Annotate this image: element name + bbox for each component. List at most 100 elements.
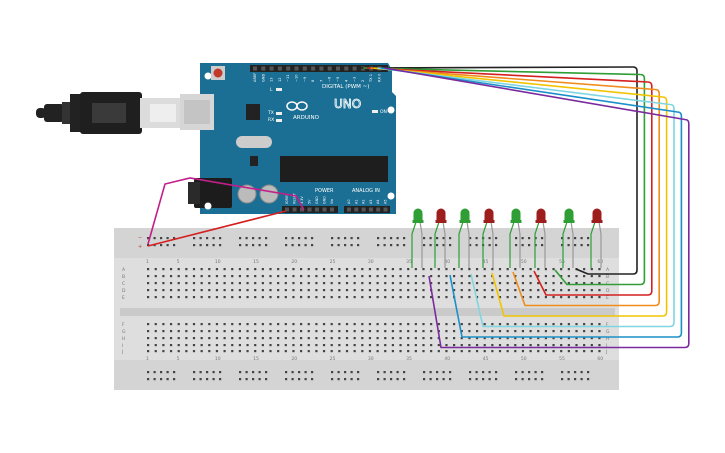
breadboard-hole[interactable] [315, 323, 318, 326]
breadboard-hole[interactable] [246, 275, 249, 278]
breadboard-hole[interactable] [162, 323, 165, 326]
breadboard-hole[interactable] [453, 337, 456, 340]
breadboard-hole[interactable] [384, 296, 387, 299]
breadboard-hole[interactable] [491, 289, 494, 292]
rail-hole[interactable] [291, 371, 294, 374]
breadboard-hole[interactable] [208, 282, 211, 285]
rail-hole[interactable] [331, 244, 334, 247]
breadboard-hole[interactable] [169, 323, 173, 326]
breadboard-hole[interactable] [231, 350, 234, 353]
rail-hole[interactable] [212, 237, 215, 240]
breadboard-hole[interactable] [537, 344, 540, 347]
rail-hole[interactable] [587, 371, 590, 374]
breadboard-hole[interactable] [269, 296, 272, 299]
rail-hole[interactable] [521, 237, 524, 240]
breadboard-hole[interactable] [322, 296, 326, 299]
breadboard-hole[interactable] [544, 282, 547, 285]
breadboard-hole[interactable] [453, 323, 456, 326]
breadboard-hole[interactable] [169, 289, 173, 292]
breadboard-hole[interactable] [208, 344, 211, 347]
breadboard-hole[interactable] [506, 337, 509, 340]
breadboard-hole[interactable] [238, 330, 241, 333]
rail-hole[interactable] [567, 244, 570, 247]
rail-hole[interactable] [469, 378, 472, 381]
breadboard-hole[interactable] [483, 330, 486, 333]
breadboard-hole[interactable] [345, 323, 349, 326]
breadboard-hole[interactable] [154, 268, 157, 271]
breadboard-hole[interactable] [246, 344, 249, 347]
rail-hole[interactable] [258, 237, 261, 240]
rail-hole[interactable] [304, 244, 307, 247]
breadboard-hole[interactable] [169, 268, 173, 271]
breadboard-hole[interactable] [414, 350, 417, 353]
breadboard-hole[interactable] [277, 275, 280, 278]
breadboard-hole[interactable] [162, 330, 165, 333]
breadboard-hole[interactable] [460, 289, 463, 292]
breadboard-hole[interactable] [330, 330, 333, 333]
rail-hole[interactable] [469, 237, 472, 240]
breadboard-hole[interactable] [185, 350, 188, 353]
breadboard-hole[interactable] [544, 268, 547, 271]
breadboard-hole[interactable] [223, 289, 226, 292]
breadboard-hole[interactable] [552, 268, 555, 271]
rail-hole[interactable] [567, 378, 570, 381]
rail-hole[interactable] [561, 244, 564, 247]
rail-hole[interactable] [475, 237, 478, 240]
breadboard-hole[interactable] [430, 268, 433, 271]
breadboard-hole[interactable] [514, 330, 517, 333]
breadboard-hole[interactable] [238, 289, 241, 292]
breadboard-hole[interactable] [154, 330, 157, 333]
led-green[interactable] [458, 208, 471, 269]
rail-hole[interactable] [377, 237, 380, 240]
breadboard-hole[interactable] [345, 289, 349, 292]
rail-hole[interactable] [206, 237, 209, 240]
breadboard-hole[interactable] [399, 296, 402, 299]
breadboard-hole[interactable] [521, 289, 525, 292]
breadboard-hole[interactable] [460, 282, 463, 285]
rail-hole[interactable] [528, 378, 531, 381]
breadboard-hole[interactable] [430, 296, 433, 299]
rail-hole[interactable] [265, 244, 268, 247]
rail-hole[interactable] [199, 244, 202, 247]
breadboard-hole[interactable] [162, 268, 165, 271]
breadboard-hole[interactable] [231, 275, 234, 278]
digital-pin[interactable] [261, 66, 266, 71]
breadboard-hole[interactable] [422, 268, 425, 271]
breadboard-hole[interactable] [521, 282, 525, 285]
rail-hole[interactable] [304, 378, 307, 381]
breadboard-hole[interactable] [376, 350, 379, 353]
rail-hole[interactable] [423, 244, 426, 247]
breadboard-hole[interactable] [529, 289, 532, 292]
breadboard-hole[interactable] [560, 282, 563, 285]
breadboard-hole[interactable] [445, 337, 448, 340]
rail-hole[interactable] [258, 244, 261, 247]
breadboard-hole[interactable] [200, 337, 203, 340]
rail-hole[interactable] [449, 371, 452, 374]
breadboard-hole[interactable] [376, 323, 379, 326]
breadboard-hole[interactable] [277, 330, 280, 333]
breadboard-hole[interactable] [598, 323, 601, 326]
breadboard-hole[interactable] [338, 323, 341, 326]
breadboard-hole[interactable] [162, 282, 165, 285]
breadboard-hole[interactable] [514, 282, 517, 285]
rail-hole[interactable] [423, 371, 426, 374]
rail-hole[interactable] [245, 371, 248, 374]
rail-hole[interactable] [587, 378, 590, 381]
breadboard-hole[interactable] [162, 275, 165, 278]
rail-hole[interactable] [337, 378, 340, 381]
breadboard-hole[interactable] [185, 330, 188, 333]
breadboard-hole[interactable] [307, 289, 310, 292]
breadboard-hole[interactable] [284, 323, 287, 326]
breadboard-hole[interactable] [169, 344, 173, 347]
breadboard-hole[interactable] [177, 275, 180, 278]
rail-hole[interactable] [567, 371, 570, 374]
breadboard-hole[interactable] [261, 350, 264, 353]
breadboard-hole[interactable] [345, 330, 349, 333]
breadboard-hole[interactable] [498, 337, 502, 340]
breadboard-hole[interactable] [384, 282, 387, 285]
breadboard-hole[interactable] [475, 275, 479, 278]
breadboard-hole[interactable] [284, 344, 287, 347]
rail-hole[interactable] [574, 244, 577, 247]
breadboard-hole[interactable] [560, 344, 563, 347]
breadboard-hole[interactable] [330, 337, 333, 340]
